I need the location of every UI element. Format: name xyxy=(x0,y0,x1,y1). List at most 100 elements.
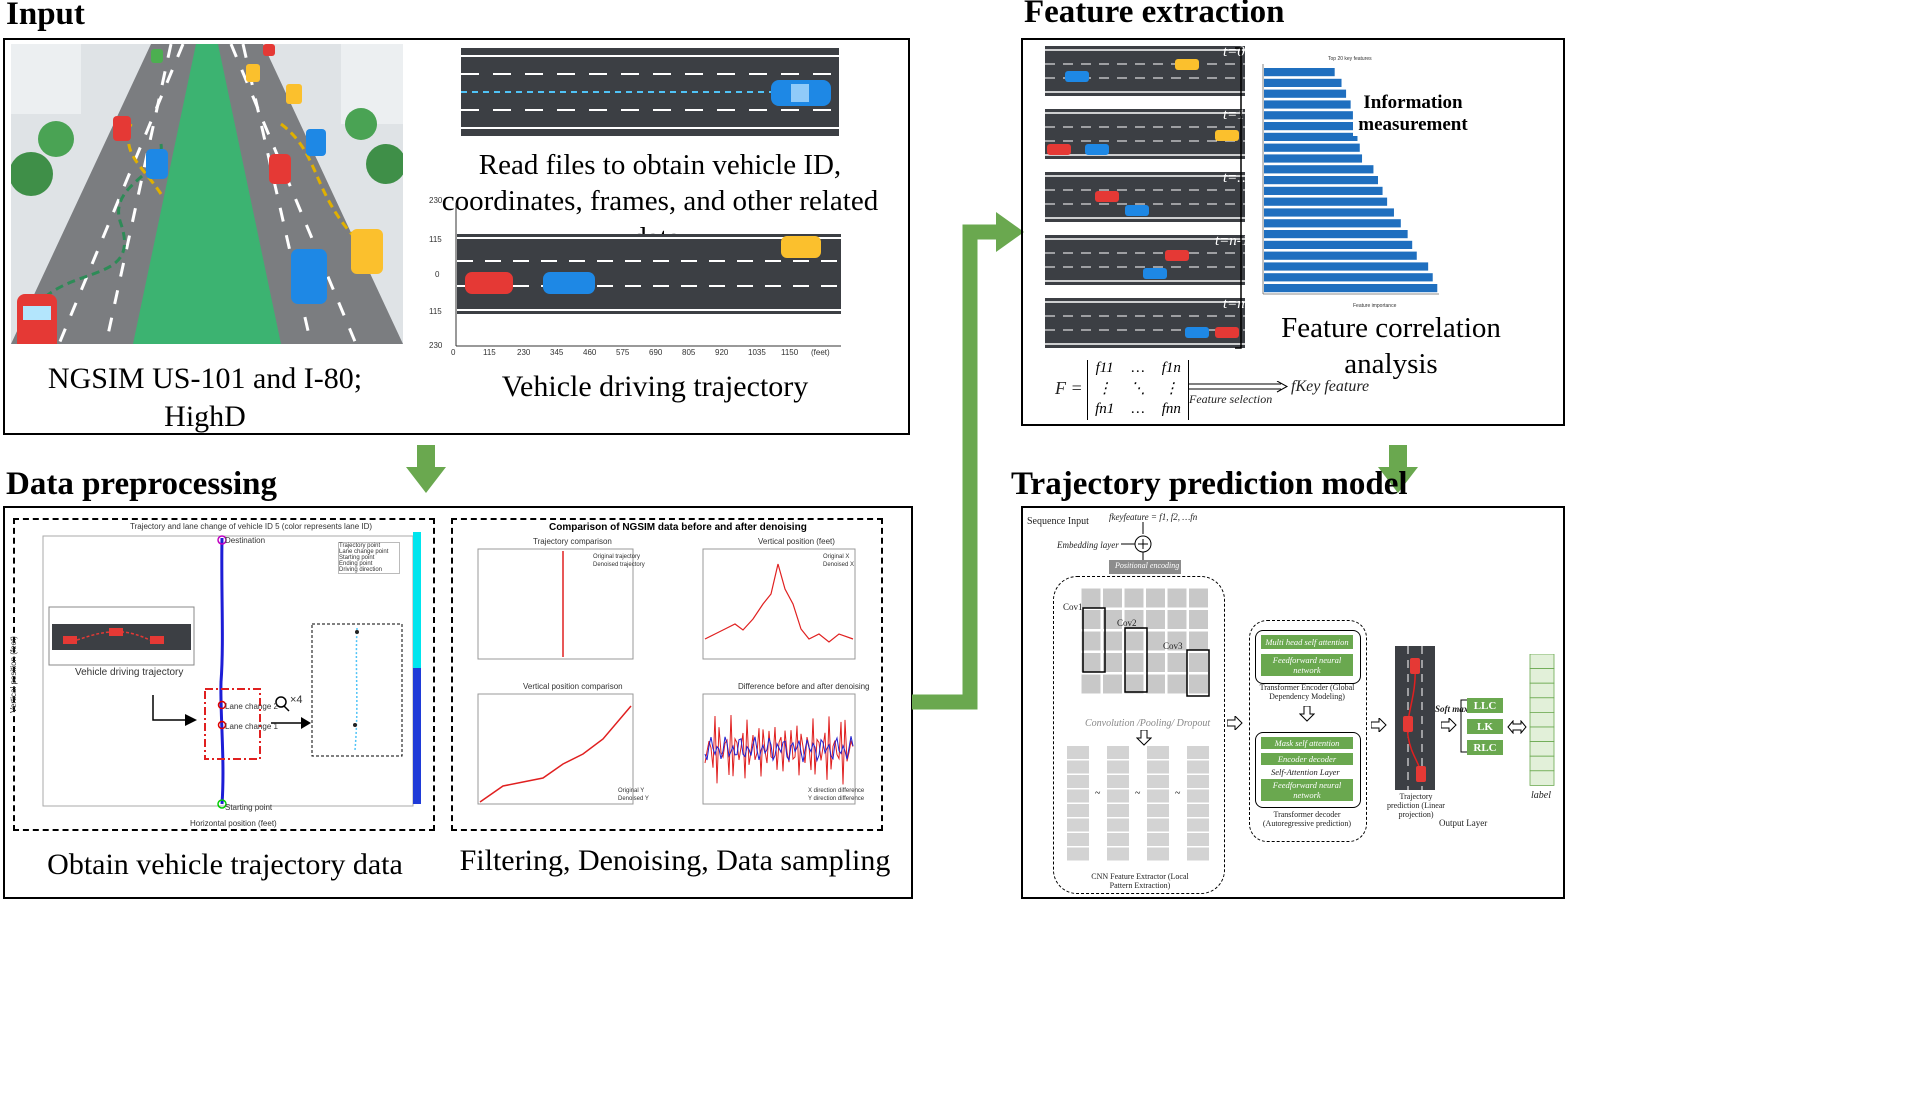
matrix-cell: ⋱ xyxy=(1130,381,1146,398)
double-arrow-icon xyxy=(1507,720,1527,734)
y-tick-2: 0 xyxy=(435,270,440,279)
left-lane-plot xyxy=(42,532,421,809)
feature-bar xyxy=(1264,251,1417,260)
y-tick-0: 230 xyxy=(429,196,443,205)
car-icon xyxy=(1065,71,1089,82)
magnifier-icon xyxy=(275,696,287,708)
conv-cell xyxy=(1145,652,1166,673)
p1-title: Trajectory comparison xyxy=(533,537,612,546)
conv-cell xyxy=(1188,652,1209,673)
legend-item: Trajectory point xyxy=(339,543,381,549)
output-llc: LLC xyxy=(1467,698,1503,713)
x-axis-unit: (feet) xyxy=(811,348,830,357)
y-tick-3: 115 xyxy=(429,307,442,316)
conv-cell xyxy=(1123,630,1145,652)
y-tick-1: 115 xyxy=(429,235,442,244)
positional-encoding-label: Positional encoding xyxy=(1115,561,1180,570)
car-icon xyxy=(1175,59,1199,70)
x-tick: 1035 xyxy=(748,348,766,357)
x-tick: 460 xyxy=(583,348,597,357)
p3-legend-1: Denoised Y xyxy=(618,796,649,802)
output-layer-label: Output Layer xyxy=(1439,818,1488,828)
feature-cell xyxy=(1107,775,1129,788)
feature-cell xyxy=(1107,847,1129,861)
conv-cell xyxy=(1123,609,1145,630)
enc-mhsa: Multi head self attention xyxy=(1261,635,1353,649)
conv-cell xyxy=(1102,609,1123,630)
feature-bar xyxy=(1264,154,1363,163)
chart-xlabel: Feature importance xyxy=(1353,303,1397,309)
legend-item: Driving direction xyxy=(339,567,383,573)
label-cell xyxy=(1529,682,1555,699)
feature-bar xyxy=(1264,111,1353,120)
arrow-right-icon xyxy=(1227,716,1243,730)
positional-encoding-box xyxy=(1109,560,1181,574)
label-cell xyxy=(1529,770,1555,786)
label-lane-change-1: Lane change 1 xyxy=(225,722,278,731)
model-title: Trajectory prediction model xyxy=(1011,466,1408,502)
x-tick: 115 xyxy=(483,348,496,357)
feature-cell xyxy=(1147,818,1169,832)
conv-cell xyxy=(1166,673,1188,695)
conv-cell xyxy=(1081,609,1102,630)
car-icon xyxy=(1185,327,1209,338)
conv-cell xyxy=(1102,652,1123,673)
feature-cell xyxy=(1107,804,1129,817)
x-tick: 345 xyxy=(550,348,564,357)
p2-legend-0: Original X xyxy=(823,554,850,560)
dec-self-attn: Self-Attention Layer xyxy=(1271,767,1340,777)
p2-legend-1: Denoised X xyxy=(823,562,855,568)
conv-grid xyxy=(1081,588,1210,697)
conv-cell xyxy=(1123,588,1145,609)
feature-cell xyxy=(1187,847,1209,861)
feature-cell xyxy=(1187,760,1209,774)
feature-bar xyxy=(1264,78,1342,87)
input-panel: Read files to obtain vehicle ID, coordin… xyxy=(3,38,910,435)
cnn-caption: CNN Feature Extractor (Local Pattern Ext… xyxy=(1091,872,1189,890)
feature-bar xyxy=(1264,219,1401,228)
output-rlc: RLC xyxy=(1467,740,1503,755)
conv-cell xyxy=(1188,588,1209,609)
feature-cell xyxy=(1107,818,1129,832)
feature-cell xyxy=(1147,760,1169,774)
conv-cell xyxy=(1102,588,1123,609)
conv-label-3: Cov3 xyxy=(1163,641,1183,651)
matrix-cell: ⋮ xyxy=(1097,381,1113,398)
car-icon xyxy=(1095,191,1119,202)
formula-F: F = xyxy=(1055,378,1083,398)
conv-cell xyxy=(1166,588,1188,609)
x-tick: 805 xyxy=(682,348,696,357)
decoder-box xyxy=(1255,732,1361,808)
obtain-caption: Obtain vehicle trajectory data xyxy=(47,848,403,881)
feature-cell xyxy=(1067,746,1089,759)
t-label-4: t=n xyxy=(1223,296,1245,312)
svg-text:~: ~ xyxy=(1175,788,1181,799)
x-tick: 920 xyxy=(715,348,729,357)
conv-cell xyxy=(1145,588,1166,609)
inset-label: Vehicle driving trajectory xyxy=(75,667,184,678)
feature-bar xyxy=(1264,122,1356,131)
matrix-cell: ⋮ xyxy=(1163,381,1179,398)
label-lane-change-2: Lane change 2 xyxy=(225,702,278,711)
implies-arrow-icon xyxy=(1189,381,1289,393)
feature-cell xyxy=(1147,804,1169,817)
zoom-label: ×4 xyxy=(290,694,303,706)
conv-cell xyxy=(1081,588,1102,609)
left-xlabel: Horizontal position (feet) xyxy=(190,819,277,828)
filtering-caption: Filtering, Denoising, Data sampling xyxy=(459,844,891,877)
model-panel: Sequence Input fkeyfeature = f1, f2, …fn… xyxy=(1021,506,1565,899)
car-icon xyxy=(1215,130,1239,141)
feature-cell xyxy=(1147,746,1169,759)
timestep-road xyxy=(1045,298,1245,348)
label-cell xyxy=(1529,712,1555,728)
x-tick: 230 xyxy=(517,348,531,357)
conv-cell xyxy=(1123,673,1145,695)
car-blue-icon xyxy=(146,149,168,179)
car-icon xyxy=(1085,144,1109,155)
car-icon xyxy=(1215,327,1239,338)
feature-bar xyxy=(1264,262,1429,271)
feature-bar xyxy=(1264,143,1360,152)
feature-bar xyxy=(1264,197,1388,206)
conv-cell xyxy=(1123,652,1145,673)
feature-cell xyxy=(1067,833,1089,846)
